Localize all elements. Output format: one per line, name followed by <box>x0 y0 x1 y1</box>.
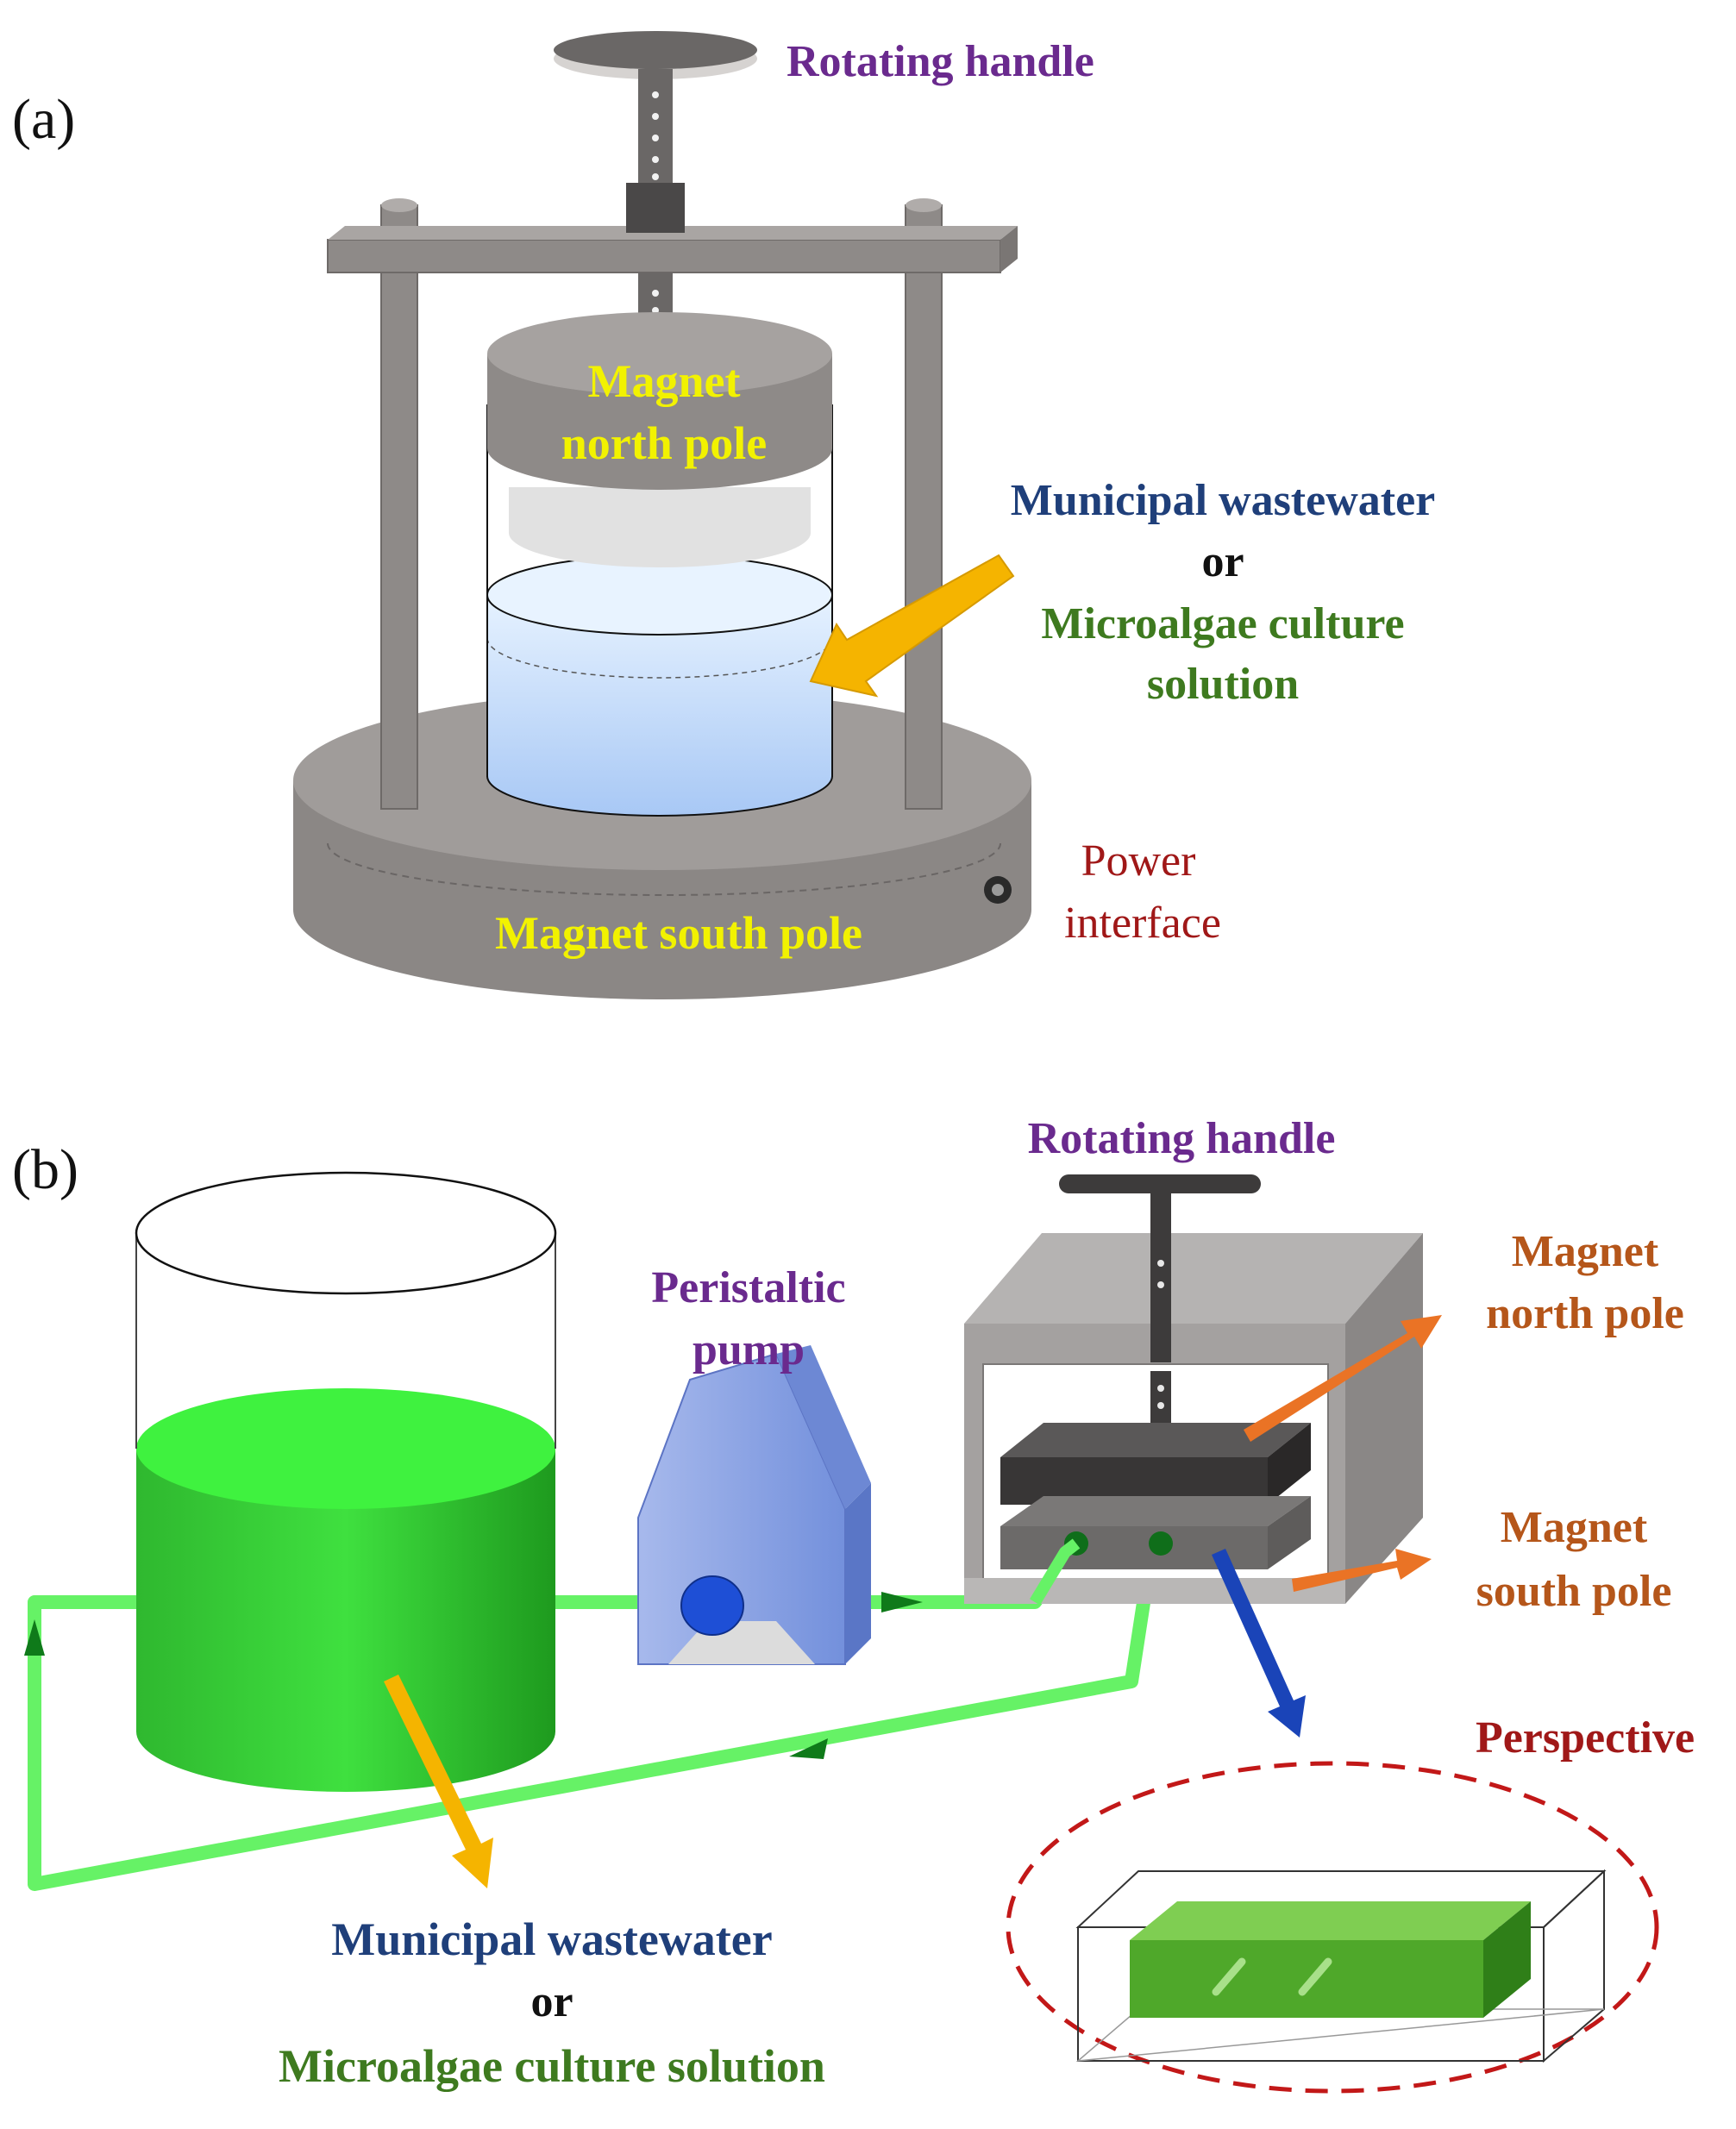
magnet-south-label-b-line2: south pole <box>1476 1567 1672 1616</box>
panel-b: (b) <box>12 1114 1695 2094</box>
power-interface-label-line1: Power <box>1081 836 1196 886</box>
arrow-perspective-b <box>1212 1549 1306 1738</box>
arrow-north-pole-b <box>1244 1315 1442 1442</box>
perspective-view <box>1006 1761 1659 2094</box>
perspective-label: Perspective <box>1476 1713 1695 1763</box>
tubing-return-loop <box>28 1550 1158 1891</box>
flow-arrow-feed <box>881 1592 923 1612</box>
water-label-b-line2: or <box>530 1977 573 2026</box>
magnet-south-label-b-line1: Magnet <box>1501 1503 1648 1552</box>
rotating-handle-b <box>1059 1174 1261 1250</box>
water-label-b-line3: Microalgae culture solution <box>279 2040 825 2092</box>
panel-a: (a) <box>12 31 1435 999</box>
storage-tank <box>135 1171 557 1792</box>
magnet-south-label-a: Magnet south pole <box>495 907 862 959</box>
water-label-a-line4: solution <box>1147 660 1299 709</box>
flow-arrow-return <box>789 1738 828 1759</box>
magnet-north-label-a-line1: Magnet <box>588 355 741 407</box>
rotating-handle-a <box>554 31 757 350</box>
glass-container-a <box>486 404 833 817</box>
rotating-handle-label-a: Rotating handle <box>787 37 1094 86</box>
panel-a-tag: (a) <box>12 88 75 151</box>
water-label-a-line2: or <box>1201 537 1244 586</box>
top-magnet-north-pole <box>487 312 832 567</box>
arrow-to-tank-b <box>384 1675 493 1888</box>
flow-arrow-up <box>24 1619 45 1656</box>
panel-b-tag: (b) <box>12 1138 78 1201</box>
water-label-b-line1: Municipal wastewater <box>331 1913 772 1965</box>
water-label-a-line1: Municipal wastewater <box>1011 476 1435 525</box>
arrow-south-pole-b <box>1292 1549 1432 1592</box>
magnet-north-label-a-line2: north pole <box>561 417 768 469</box>
magnet-north-label-b-line2: north pole <box>1486 1289 1684 1338</box>
pump-label-line1: Peristaltic <box>651 1263 845 1312</box>
pump-label-line2: pump <box>693 1325 805 1374</box>
rotating-handle-label-b: Rotating handle <box>1028 1114 1336 1163</box>
arrow-to-water-a <box>809 554 1015 698</box>
power-interface-label-line2: interface <box>1064 899 1221 948</box>
press-frame <box>327 198 1018 810</box>
power-interface-socket <box>984 876 1012 904</box>
peristaltic-pump <box>637 1345 871 1665</box>
water-label-a-line3: Microalgae culture <box>1041 599 1404 648</box>
magnet-press-box <box>964 1233 1423 1604</box>
magnet-north-label-b-line1: Magnet <box>1512 1227 1659 1276</box>
